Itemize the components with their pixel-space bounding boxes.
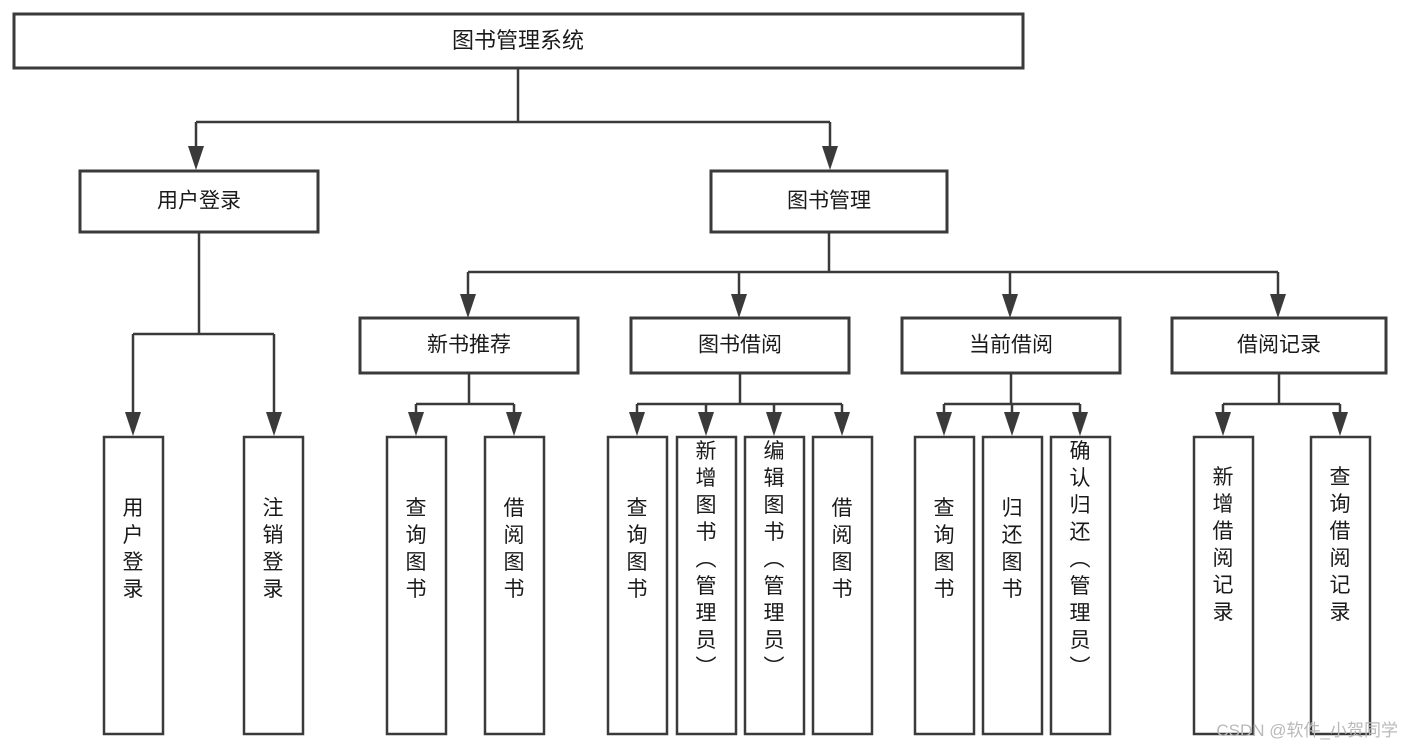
node-current-borrow-label: 当前借阅	[969, 334, 1053, 357]
arrow-user-login-c1	[125, 412, 141, 436]
arrow-nsr-c2	[506, 412, 522, 436]
node-borrow-edit-book[interactable]: 编辑图书︵管理员︶	[743, 435, 806, 736]
csdn-watermark: CSDN @软件_小贺同学	[1216, 721, 1398, 740]
node-borrow-query-book-label: 查询图书	[627, 497, 648, 601]
node-book-manage[interactable]: 图书管理	[709, 169, 949, 234]
node-borrow-borrow-book-label: 借阅图书	[832, 497, 853, 601]
node-borrow-add-book-box[interactable]	[675, 435, 738, 736]
arrow-user-login-c2	[266, 412, 282, 436]
arrow-tsjy-c4	[834, 412, 850, 436]
node-borrow-add-book-label: 新增图书︵管理员︶	[696, 440, 717, 679]
node-book-manage-box[interactable]	[709, 169, 949, 234]
node-cur-return-book-label: 归还图书	[1002, 497, 1023, 601]
node-user-login-label: 用户登录	[157, 190, 241, 213]
node-book-borrow[interactable]: 图书借阅	[629, 316, 851, 375]
node-borrow-record-label: 借阅记录	[1237, 334, 1321, 357]
node-cur-query-book[interactable]: 查询图书	[913, 435, 976, 736]
node-user-login-do[interactable]: 用户登录	[102, 435, 165, 736]
node-rec-query-book-box[interactable]	[385, 435, 448, 736]
arrow-jyjl-c1	[1215, 412, 1231, 436]
node-rec-query-record[interactable]: 查询借阅记录	[1309, 435, 1372, 736]
arrow-tsjy-c2	[698, 412, 714, 436]
node-rec-query-record-label: 查询借阅记录	[1330, 466, 1351, 624]
connector-layer	[125, 68, 1348, 436]
arrow-dqjy-c3	[1072, 412, 1088, 436]
node-borrow-query-book[interactable]: 查询图书	[606, 435, 669, 736]
node-borrow-edit-book-label: 编辑图书︵管理员︶	[764, 440, 785, 679]
node-borrow-record[interactable]: 借阅记录	[1170, 316, 1388, 375]
node-rec-query-record-box[interactable]	[1309, 435, 1372, 736]
node-rec-add-record-box[interactable]	[1192, 435, 1255, 736]
node-borrow-query-book-box[interactable]	[606, 435, 669, 736]
node-borrow-edit-book-box[interactable]	[743, 435, 806, 736]
arrow-bm-c2	[731, 294, 747, 318]
node-borrow-record-box[interactable]	[1170, 316, 1388, 375]
node-rec-borrow-book[interactable]: 借阅图书	[483, 435, 546, 736]
arrow-bm-c4	[1270, 294, 1286, 318]
node-user-login[interactable]: 用户登录	[78, 169, 320, 234]
arrow-dqjy-c1	[936, 412, 952, 436]
node-root-box[interactable]	[12, 12, 1025, 70]
arrow-nsr-c1	[408, 412, 424, 436]
arrow-jyjl-c2	[1332, 412, 1348, 436]
node-rec-add-record-label: 新增借阅记录	[1213, 466, 1234, 624]
node-cur-confirm-return-label: 确认归还︵管理员︶	[1070, 440, 1091, 679]
node-cur-return-book[interactable]: 归还图书	[981, 435, 1044, 736]
arrow-bm-c1	[460, 294, 476, 318]
node-borrow-borrow-book[interactable]: 借阅图书	[811, 435, 874, 736]
node-cur-query-book-box[interactable]	[913, 435, 976, 736]
node-rec-query-book-label: 查询图书	[406, 497, 427, 601]
node-new-book-rec-box[interactable]	[358, 316, 580, 375]
node-borrow-borrow-book-box[interactable]	[811, 435, 874, 736]
arrow-tsjy-c1	[629, 412, 645, 436]
node-user-login-box[interactable]	[78, 169, 320, 234]
node-book-borrow-box[interactable]	[629, 316, 851, 375]
node-cur-confirm-return[interactable]: 确认归还︵管理员︶	[1049, 435, 1112, 736]
node-current-borrow-box[interactable]	[900, 316, 1122, 375]
node-book-borrow-label: 图书借阅	[698, 334, 782, 357]
node-new-book-rec-label: 新书推荐	[427, 334, 511, 357]
node-root-label: 图书管理系统	[452, 28, 584, 53]
node-cur-query-book-label: 查询图书	[934, 497, 955, 601]
arrow-root-to-book-manage	[822, 146, 838, 170]
node-user-logout[interactable]: 注销登录	[242, 435, 305, 736]
node-user-logout-label: 注销登录	[263, 497, 284, 601]
node-user-logout-box[interactable]	[242, 435, 305, 736]
arrow-tsjy-c3	[766, 412, 782, 436]
node-book-manage-label: 图书管理	[787, 190, 871, 213]
node-borrow-add-book[interactable]: 新增图书︵管理员︶	[675, 435, 738, 736]
arrow-bm-c3	[1002, 294, 1018, 318]
node-cur-return-book-box[interactable]	[981, 435, 1044, 736]
node-current-borrow[interactable]: 当前借阅	[900, 316, 1122, 375]
arrow-dqjy-c2	[1004, 412, 1020, 436]
node-rec-borrow-book-label: 借阅图书	[504, 497, 525, 601]
node-user-login-do-box[interactable]	[102, 435, 165, 736]
node-rec-query-book[interactable]: 查询图书	[385, 435, 448, 736]
node-rec-add-record[interactable]: 新增借阅记录	[1192, 435, 1255, 736]
node-rec-borrow-book-box[interactable]	[483, 435, 546, 736]
node-cur-confirm-return-box[interactable]	[1049, 435, 1112, 736]
node-new-book-rec[interactable]: 新书推荐	[358, 316, 580, 375]
node-root[interactable]: 图书管理系统	[12, 12, 1025, 70]
arrow-root-to-user-login	[188, 146, 204, 170]
node-user-login-do-label: 用户登录	[123, 497, 144, 601]
